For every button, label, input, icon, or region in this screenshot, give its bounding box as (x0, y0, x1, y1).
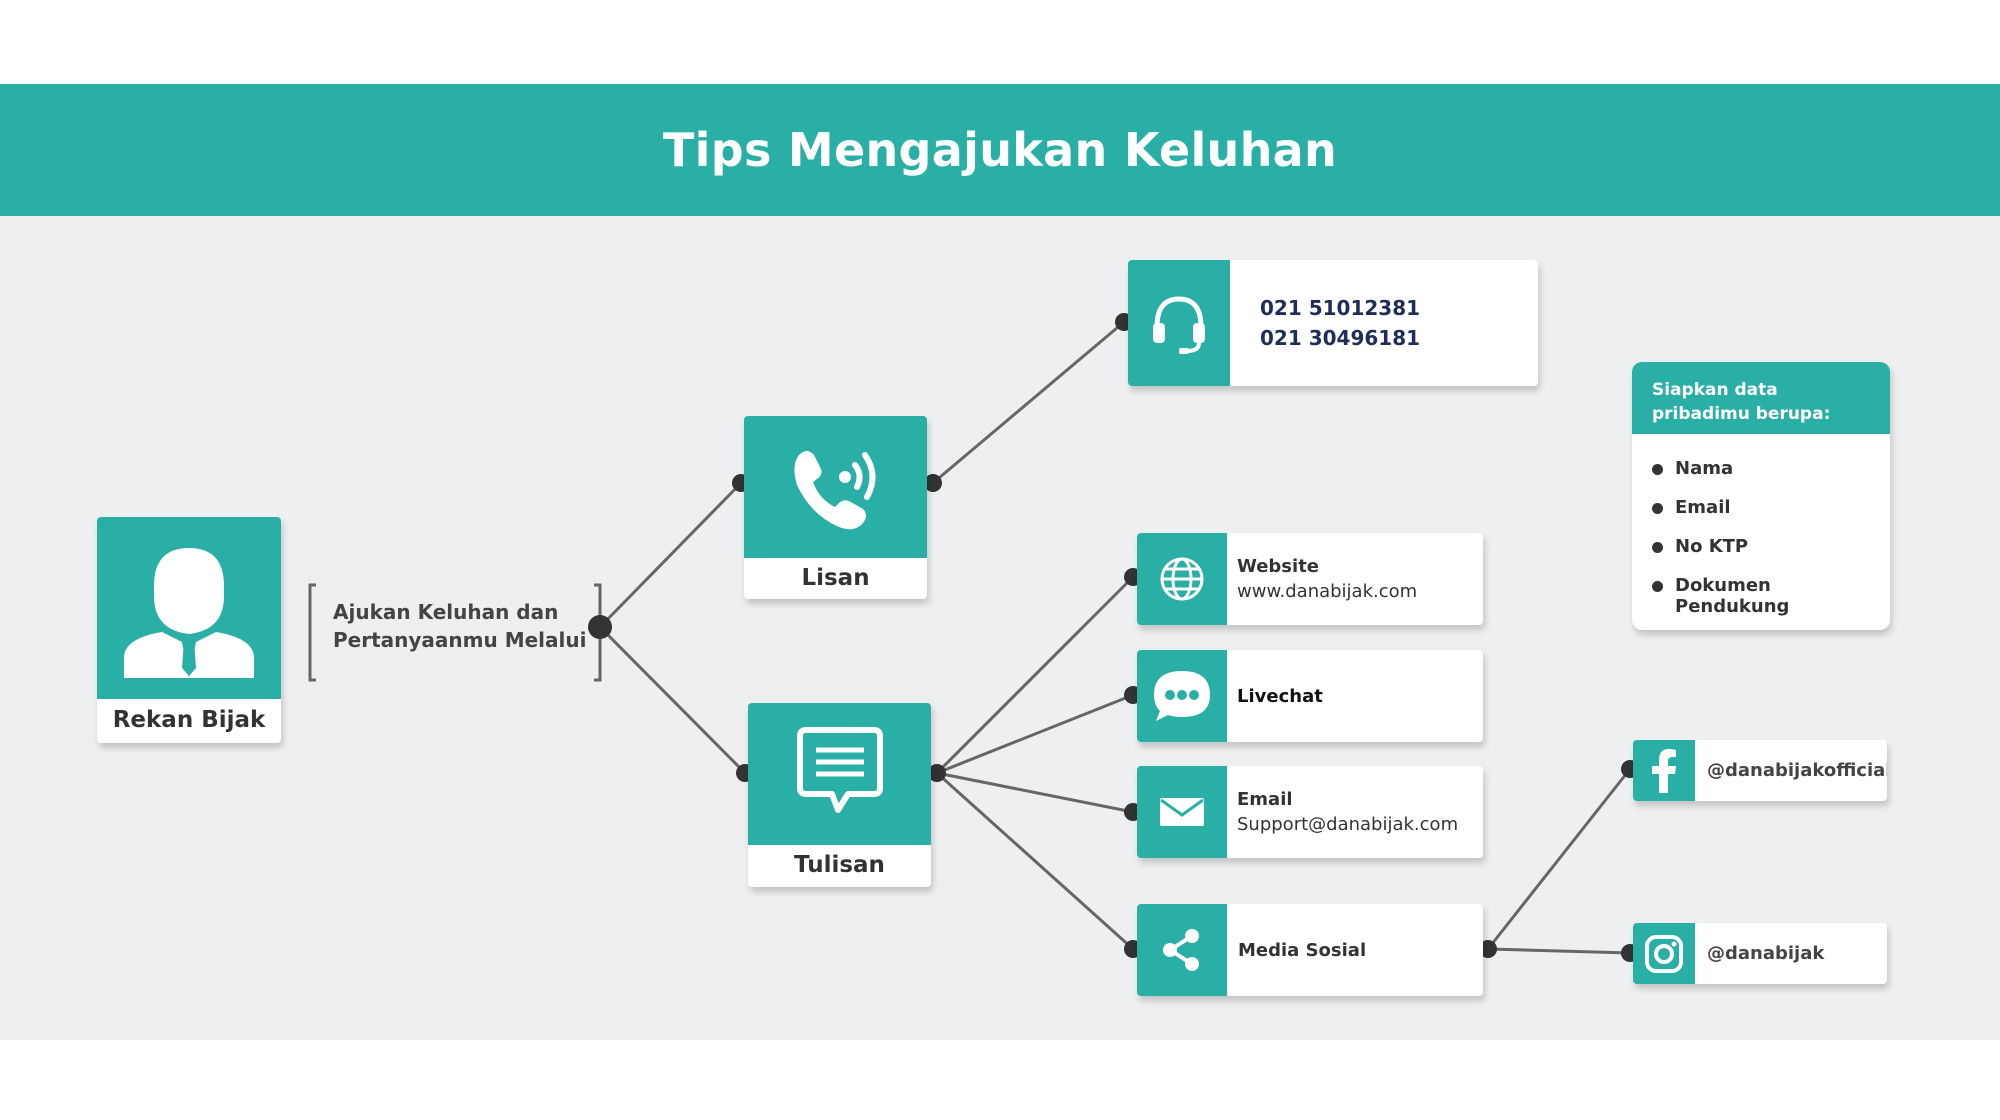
website-card-icon-area (1137, 533, 1227, 625)
phone-card: 021 51012381 021 30496181 (1128, 260, 1538, 386)
email-card-icon-area (1137, 766, 1227, 858)
phone-card-icon-area (1128, 260, 1230, 386)
connector-to-media-sosial (935, 771, 1135, 951)
phone-number: 021 51012381 (1260, 296, 1421, 320)
tulisan-tile: Tulisan (748, 703, 931, 887)
phone-ringing-icon (793, 451, 875, 530)
intro-line-2: Pertanyaanmu Melalui (333, 628, 587, 652)
page-title: Tips Mengajukan Keluhan (662, 123, 1338, 177)
facebook-icon (1652, 748, 1676, 793)
intro-line-1: Ajukan Keluhan dan (333, 600, 559, 624)
lisan-label: Lisan (801, 565, 870, 591)
media-sosial-card-icon-area (1137, 904, 1227, 996)
intro-text: Ajukan Keluhan dan Pertanyaanmu Melalui (333, 598, 586, 654)
connector-to-tulisan (598, 625, 747, 775)
media-sosial-text: Media Sosial (1238, 904, 1366, 996)
list-item-text: No KTP (1675, 536, 1749, 557)
website-card: Website www.danabijak.com (1137, 533, 1483, 625)
lisan-tile-icon-area (744, 416, 927, 558)
bullet-icon (1652, 581, 1663, 592)
tulisan-tile-icon-area (748, 703, 931, 845)
facebook-card-icon-area (1633, 740, 1695, 801)
tulisan-label: Tulisan (794, 852, 885, 878)
email-card: Email Support@danabijak.com (1137, 766, 1483, 858)
connector-dot (924, 474, 942, 492)
list-item: Dokumen Pendukung (1652, 575, 1890, 617)
junction-dot (588, 615, 612, 639)
message-icon (796, 727, 883, 813)
share-icon (1163, 929, 1199, 971)
data-requirements-box: Siapkan data pribadimu berupa: Nama Emai… (1632, 362, 1890, 630)
user-tile-icon-area (97, 517, 281, 699)
website-text: Website www.danabijak.com (1237, 533, 1417, 625)
media-sosial-card: Media Sosial (1137, 904, 1483, 996)
chat-bubble-icon (1154, 671, 1210, 721)
bullet-icon (1652, 542, 1663, 553)
list-item-text: Dokumen Pendukung (1675, 575, 1790, 617)
connector-to-instagram (1487, 947, 1631, 955)
bullet-icon (1652, 503, 1663, 514)
connector-to-phone (932, 320, 1125, 485)
instagram-card: @danabijak (1633, 923, 1887, 984)
facebook-handle: @danabijakofficial (1707, 760, 1887, 781)
user-tile: Rekan Bijak (97, 517, 281, 743)
list-item: Nama (1652, 458, 1890, 497)
globe-icon (1160, 557, 1204, 601)
headset-icon (1153, 296, 1205, 354)
email-text: Email Support@danabijak.com (1237, 766, 1458, 858)
connector-to-email (936, 771, 1134, 814)
envelope-icon (1160, 798, 1204, 826)
connector-to-website (935, 575, 1135, 775)
phone-number: 021 30496181 (1260, 326, 1421, 350)
connector-to-lisan (598, 481, 743, 629)
website-title: Website (1237, 556, 1320, 577)
email-title: Email (1237, 789, 1293, 810)
livechat-card-icon-area (1137, 650, 1227, 742)
livechat-text: Livechat (1237, 650, 1323, 742)
data-requirements-heading: Siapkan data pribadimu berupa: (1632, 362, 1890, 434)
connector-dot (1479, 940, 1497, 958)
media-sosial-title: Media Sosial (1238, 939, 1367, 961)
list-item-text: Email (1675, 497, 1731, 518)
connector-to-facebook (1486, 768, 1632, 950)
list-item: Email (1652, 497, 1890, 536)
user-label: Rekan Bijak (112, 707, 266, 733)
list-item: No KTP (1652, 536, 1890, 575)
facebook-card: @danabijakofficial (1633, 740, 1887, 801)
person-icon (124, 548, 254, 678)
instagram-handle: @danabijak (1707, 943, 1825, 964)
data-requirements-list: Nama Email No KTP Dokumen Pendukung (1632, 434, 1890, 617)
instagram-icon (1645, 934, 1683, 973)
lisan-tile: Lisan (744, 416, 927, 599)
header-banner: Tips Mengajukan Keluhan (0, 84, 2000, 216)
livechat-card: Livechat (1137, 650, 1483, 742)
livechat-title: Livechat (1237, 685, 1323, 707)
bullet-icon (1652, 464, 1663, 475)
instagram-card-icon-area (1633, 923, 1695, 984)
email-address: Support@danabijak.com (1237, 814, 1459, 835)
bracket-left (308, 583, 316, 682)
list-item-text: Nama (1675, 458, 1734, 479)
connector-dot (928, 764, 946, 782)
website-url: www.danabijak.com (1237, 581, 1418, 602)
phone-numbers: 021 51012381 021 30496181 (1260, 260, 1420, 386)
connector-to-livechat (936, 693, 1134, 775)
